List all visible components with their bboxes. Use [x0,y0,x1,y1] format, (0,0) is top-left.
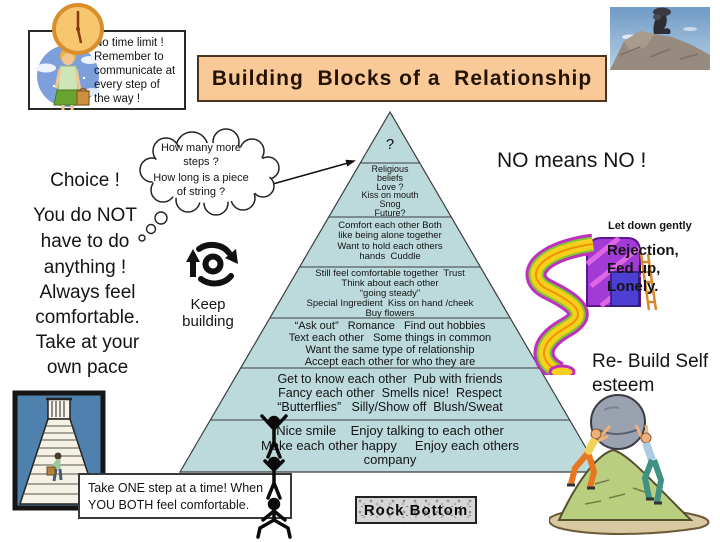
acrobat-stack-figures [256,414,292,539]
cycle-arrows-icon [186,241,238,287]
clock-icon [52,3,104,55]
helter-skelter-slide-image [525,233,658,375]
thought-text-string: How long is a piece of string ? [153,172,249,198]
rebuild-self-esteem-text: Re- Build Self esteem [592,351,709,396]
pyramid-level-get-to-know: Get to know each other Pub with friends … [277,372,503,414]
no-time-limit-note: No time limit ! Remember to communicate … [28,30,186,110]
rejection-text: Rejection, Fed up, Lonely. [607,242,679,295]
keep-building-text: Keep building [182,296,234,330]
pyramid-level-top: ? [385,136,395,153]
volcano-photo [610,7,710,70]
no-means-no-text: NO means NO ! [497,149,647,172]
thought-text-steps: How many more steps ? [160,142,242,168]
no-time-limit-text: No time limit ! Remember to communicate … [94,37,176,105]
rock-bottom-label: Rock Bottom [355,496,477,524]
person-with-clock-illustration [36,45,100,110]
no-pressure-text: You do NOT have to do anything ! [33,205,137,278]
let-down-gently-text: Let down gently [608,220,692,232]
pyramid-level-comfort: Comfort each other Both like being alone… [337,220,443,262]
pointer-arrow-icon [261,159,356,188]
page-title: Building Blocks of a Relationship [197,55,607,102]
boulder-pushers-image [549,394,710,535]
pyramid-level-steady: Still feel comfortable together Trust Th… [306,268,474,319]
thought-bubble-icon [138,128,280,242]
pyramid-level-ask-out: “Ask out” Romance Find out hobbies Text … [288,320,492,368]
comfortable-text: Always feel comfortable. Take at your ow… [35,282,140,378]
pyramid-level-future: Religious beliefs Love ? Kiss on mouth S… [361,164,419,218]
one-step-note: Take ONE step at a time! When YOU BOTH f… [78,473,292,519]
pyramid-level-meet: Nice smile Enjoy talking to each other M… [261,423,519,467]
choice-text: Choice ! [50,170,120,191]
